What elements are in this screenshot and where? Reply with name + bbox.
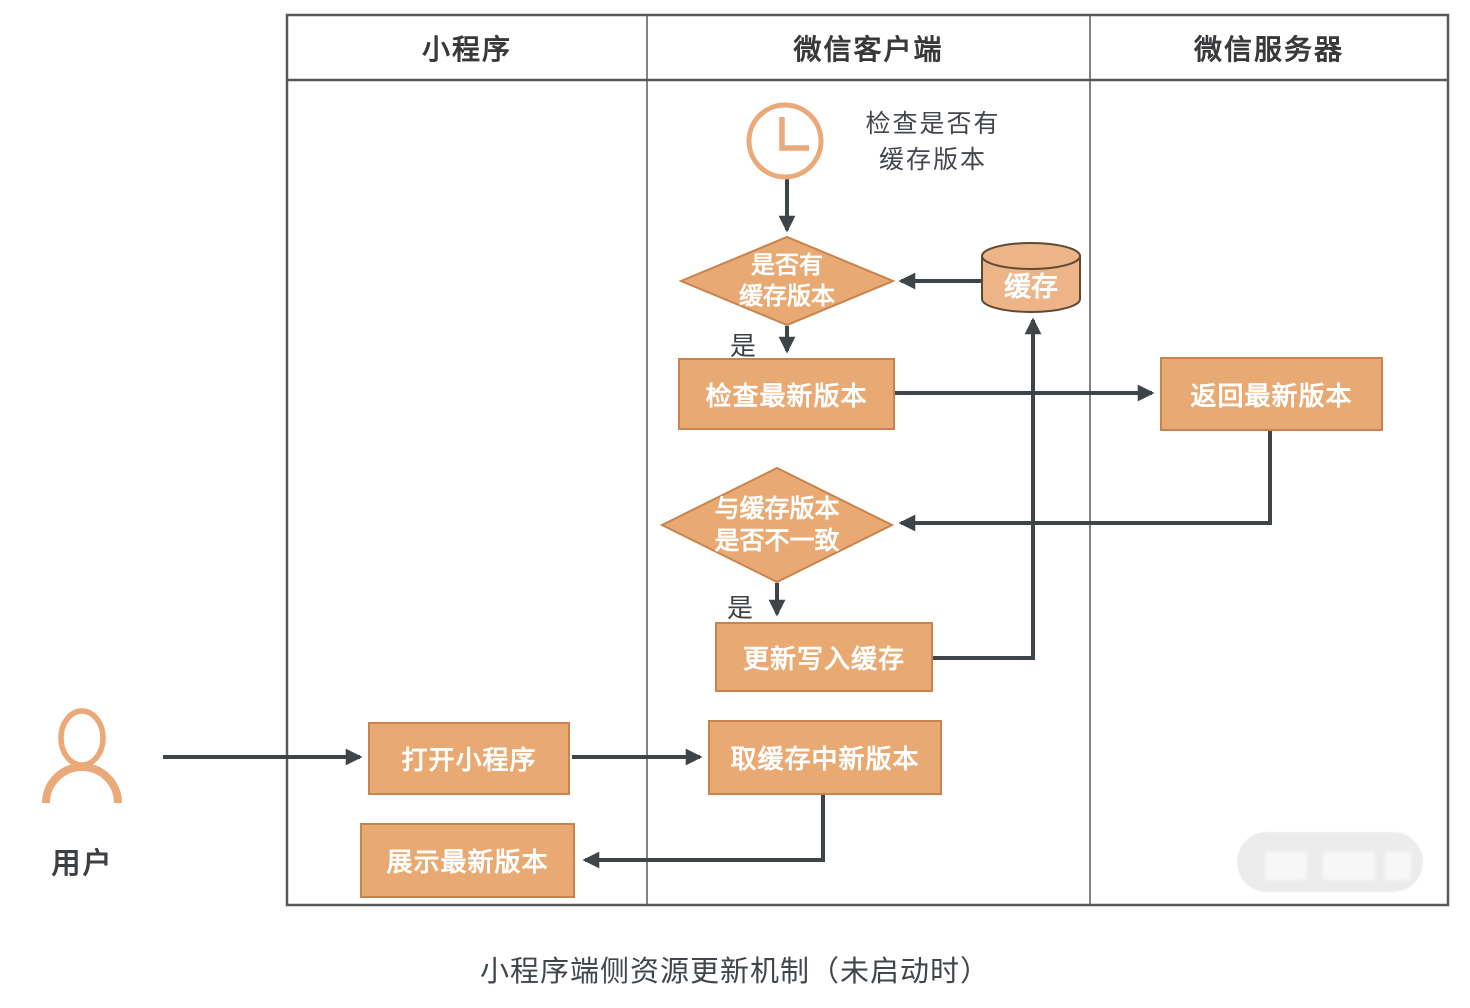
watermark-block [1265,852,1307,880]
node-get-cache-new-version: 取缓存中新版本 [708,720,942,795]
arrow-get-to-show [582,795,825,869]
clock-note-label: 检查是否有 缓存版本 [865,110,1001,175]
cache-cylinder-label: 缓存 [1004,271,1058,302]
decision-diamond-has-cache [678,235,896,327]
edge-label-yes-1: 是 [730,331,757,361]
watermark-block [1385,852,1411,880]
watermark-block [1323,852,1375,880]
cache-cylinder-icon [981,242,1081,313]
user-actor-label: 用户 [51,848,114,880]
swimlane-header-wechat-client: 微信客户端 [793,33,944,65]
node-show-latest-version: 展示最新版本 [360,823,575,898]
user-icon [42,708,122,804]
arrow-return-to-diamond2 [898,431,1272,532]
node-return-latest-version: 返回最新版本 [1160,357,1383,431]
clock-icon [746,102,824,180]
decision-diamond-inconsistent [659,466,895,584]
watermark-blurred-logo [1237,832,1423,892]
swimlane-header-wechat-server: 微信服务器 [1193,33,1344,65]
diagram-caption: 小程序端侧资源更新机制（未启动时） [479,956,990,988]
edge-label-yes-2: 是 [727,593,754,623]
flow-connectors [163,178,1272,869]
decision-has-cache-label: 是否有 缓存版本 [739,251,835,310]
decision-inconsistent-label: 与缓存版本 是否不一致 [714,494,840,556]
grid-outer-border [285,13,1450,907]
arrow-update-to-cache [933,317,1042,660]
node-open-miniprogram: 打开小程序 [368,722,570,795]
node-check-latest-version: 检查最新版本 [678,358,895,430]
swimlane-header-miniprogram: 小程序 [421,33,512,65]
node-update-write-cache: 更新写入缓存 [715,622,933,692]
